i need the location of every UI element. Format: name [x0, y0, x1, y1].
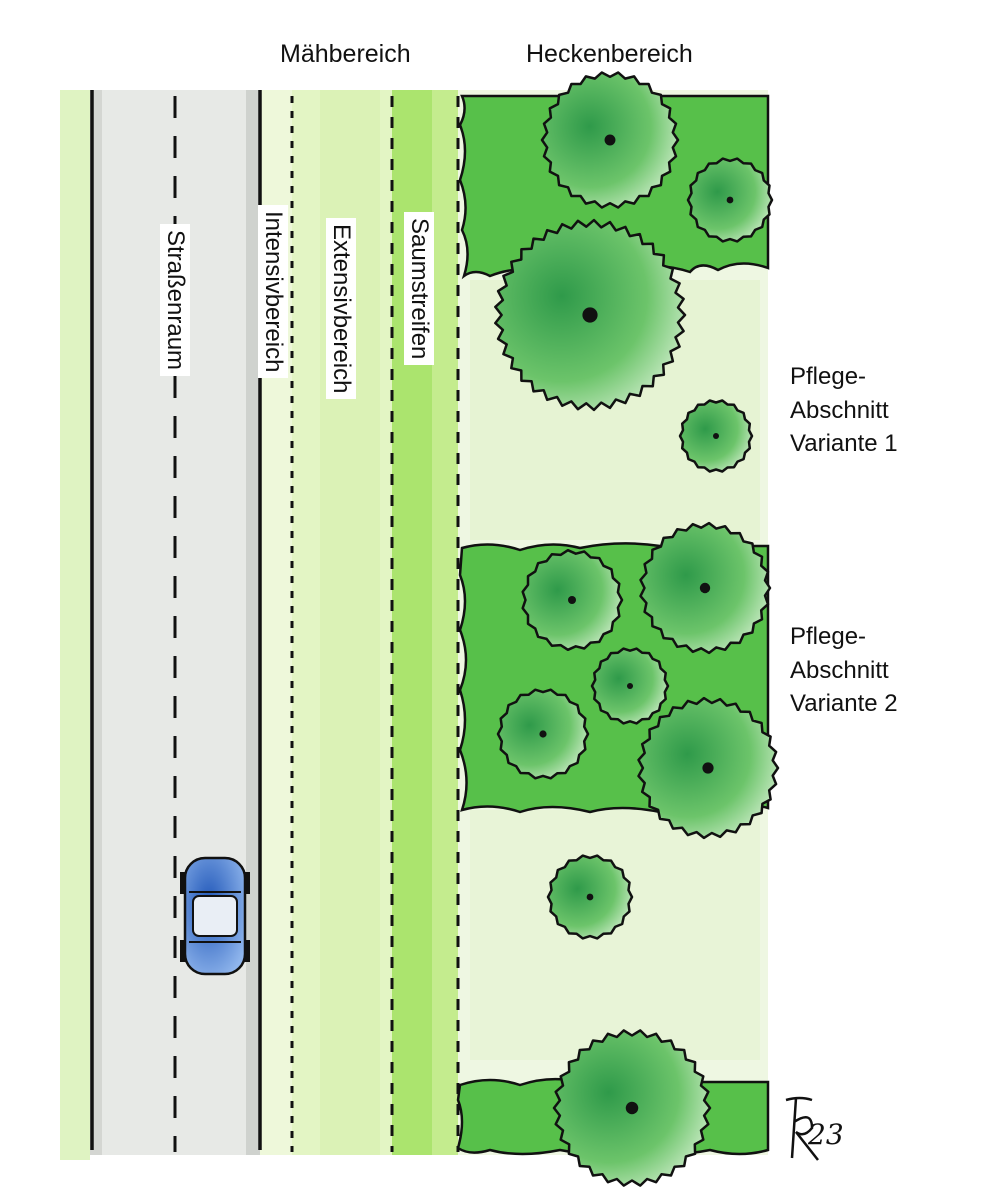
road-label: Straßenraum: [160, 224, 190, 377]
left-grass-fringe: [60, 90, 90, 1160]
tree-trunk: [702, 762, 714, 774]
tree-trunk: [625, 1101, 639, 1115]
tree-trunk: [539, 730, 547, 738]
section-label-variant-1: Pflege- Abschnitt Variante 1: [790, 363, 898, 458]
car-cabin: [192, 895, 238, 937]
tree-trunk: [582, 307, 598, 323]
tree-trunk: [713, 433, 719, 439]
car-wheel: [244, 872, 250, 894]
car-wheel: [180, 872, 186, 894]
car-wheel: [180, 940, 186, 962]
tree-trunk: [726, 196, 734, 204]
tree-trunk: [699, 582, 711, 594]
meadow-tint: [470, 810, 760, 1060]
signature-year: 23: [808, 1118, 844, 1151]
mow-zone-label: Mähbereich: [280, 40, 411, 68]
car: [180, 856, 250, 976]
extensive-label: Extensivbereich: [326, 218, 356, 400]
tree-trunk: [604, 134, 616, 146]
intensive-label: Intensivbereich: [258, 205, 288, 379]
hedge-zone-label: Heckenbereich: [526, 40, 693, 68]
tree-layer: [494, 71, 780, 1187]
signature-mark: [785, 1096, 819, 1161]
section-label-variant-2: Pflege- Abschnitt Variante 2: [790, 623, 898, 718]
tree-trunk: [568, 596, 576, 604]
car-wheel: [244, 940, 250, 962]
tree-trunk: [626, 682, 634, 690]
margin-label: Saumstreifen: [404, 212, 434, 366]
tree-trunk: [586, 893, 594, 901]
